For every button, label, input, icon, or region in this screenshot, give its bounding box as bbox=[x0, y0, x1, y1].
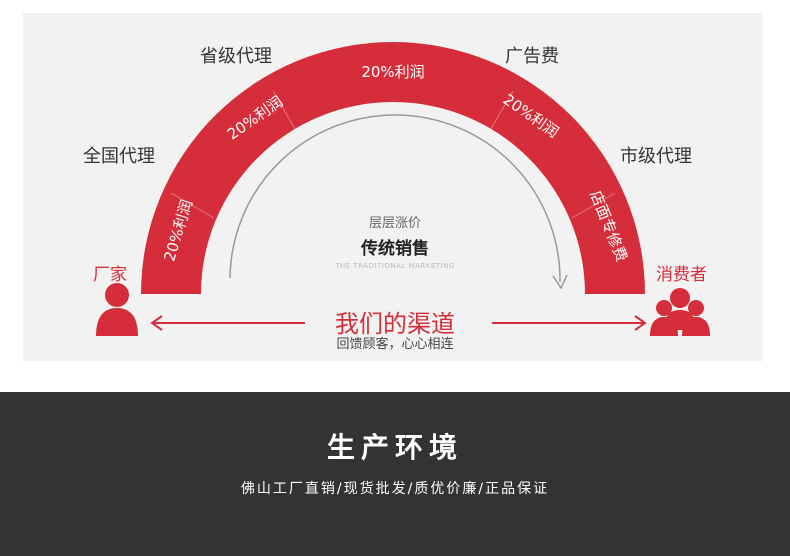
manufacturer-label: 厂家 bbox=[93, 265, 127, 285]
arch-dividers bbox=[170, 90, 616, 219]
stage-city-agent: 市级代理 bbox=[620, 146, 692, 167]
manufacturer-person-icon bbox=[96, 283, 138, 336]
channel-diagram: 20%利润 20%利润 20%利润 20%利润 店面专修费 bbox=[96, 42, 710, 336]
channel-title: 我们的渠道 bbox=[335, 310, 455, 338]
stage-provincial-agent: 省级代理 bbox=[200, 46, 272, 67]
center-subtitle: 层层涨价 bbox=[368, 216, 421, 231]
arc-label-3: 20%利润 bbox=[361, 63, 424, 81]
left-arrow-icon bbox=[150, 315, 305, 331]
consumer-group-icon bbox=[650, 288, 710, 336]
channel-subtitle: 回馈顾客，心心相连 bbox=[336, 337, 454, 352]
center-english: THE TRADITIONAL MARKETING bbox=[335, 262, 455, 270]
footer-banner bbox=[0, 392, 790, 556]
center-title: 传统销售 bbox=[361, 239, 429, 259]
consumer-label: 消费者 bbox=[656, 265, 707, 285]
profit-arch bbox=[141, 42, 645, 294]
footer-title: 生产环境 bbox=[326, 431, 463, 464]
right-arrow-icon bbox=[492, 315, 647, 331]
stage-national-agent: 全国代理 bbox=[83, 146, 155, 167]
traditional-curve bbox=[229, 114, 561, 283]
footer-subtitle: 佛山工厂直销/现货批发/质优价廉/正品保证 bbox=[240, 481, 550, 497]
traditional-curve-arrow bbox=[552, 274, 568, 290]
stage-advertising-fee: 广告费 bbox=[505, 46, 559, 67]
